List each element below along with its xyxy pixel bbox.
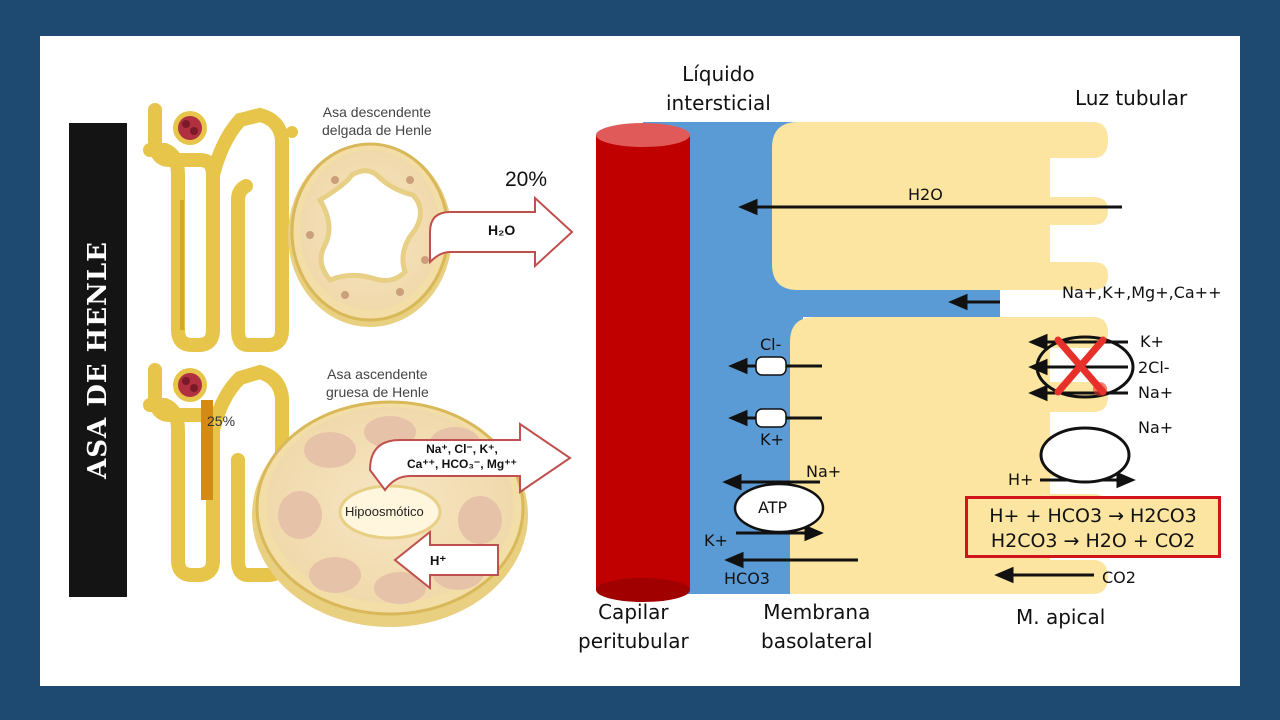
peritubular-capillary [596,135,690,590]
k-channel-label: K+ [760,430,784,449]
h2o-label: H2O [908,185,943,204]
pump-k-label: K+ [704,531,728,550]
pump-na-label: Na+ [806,462,842,481]
nkcc-k-label: K+ [1140,332,1164,351]
paracellular-ions-label: Na+,K+,Mg+,Ca++ [1062,283,1222,302]
h-arrow-label: H⁺ [430,553,447,568]
cl-channel [755,356,787,376]
bottom-percent: 25% [207,413,236,429]
nkcc-cotransporter [1035,335,1135,399]
cl-channel-label: Cl- [760,335,782,354]
membrana-basolateral-label: Membrana basolateral [761,600,873,653]
inhibition-x-icon [1054,336,1107,396]
top-percent: 20% [505,168,548,191]
thick-ascending-caption: Asa ascendente gruesa de Henle [326,366,429,400]
na-h-exchanger [1039,426,1131,484]
equation-line-2: H2CO3 → H2O + CO2 [990,530,1196,552]
transport-arrows [722,198,1136,584]
nhe-na-label: Na+ [1138,418,1174,437]
ion-outflow-arrow [368,422,572,494]
apical-membrane-label: M. apical [1016,605,1106,629]
capillary-top [596,123,690,147]
co2-label: CO2 [1102,568,1136,587]
atp-label: ATP [758,498,788,517]
h-inflow-arrow [393,529,499,591]
na-k-atpase-pump [733,482,825,534]
hipoosmotico-label: Hipoosmótico [345,504,424,519]
h2o-arrow-label: H₂O [488,222,516,238]
hco3-label: HCO3 [724,569,770,588]
capilar-peritubular-label: Capilar peritubular [578,600,689,653]
k-channel [755,408,787,428]
luz-tubular-label: Luz tubular [1075,86,1188,110]
h2o-outflow-arrow [429,195,574,269]
equation-box: H+ + HCO3 → H2CO3 H2CO3 → H2O + CO2 [965,496,1221,558]
nkcc-cl-label: 2Cl- [1138,358,1170,377]
ion-arrow-label: Na⁺, Cl⁻, K⁺, Ca⁺⁺, HCO₃⁻, Mg⁺⁺ [407,442,517,471]
liquido-intersticial-label: Líquido intersticial [666,62,771,115]
nephron-top-illustration [143,103,298,352]
equation-line-1: H+ + HCO3 → H2CO3 [989,505,1197,527]
nhe-h-label: H+ [1008,470,1034,489]
thin-descending-caption: Asa descendente delgada de Henle [322,104,432,138]
nkcc-na-label: Na+ [1138,383,1174,402]
thin-descending-section [288,142,452,327]
side-title-bar [69,123,127,597]
